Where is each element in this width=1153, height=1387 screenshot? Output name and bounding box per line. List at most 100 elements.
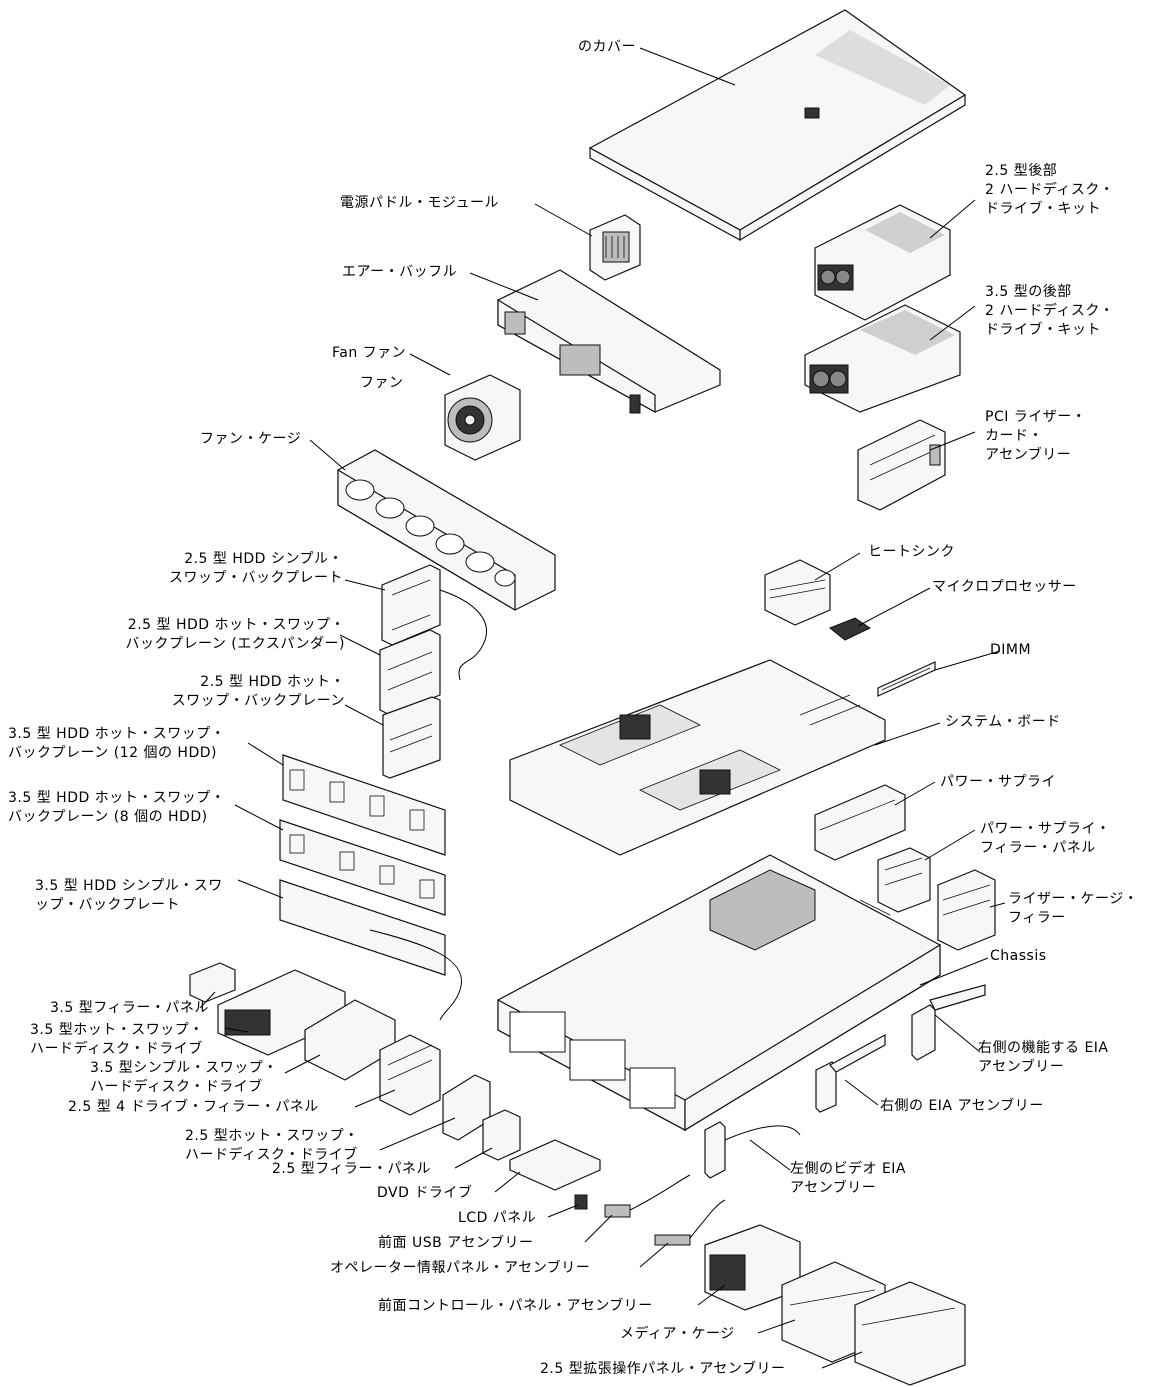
label-lcd: LCD パネル xyxy=(458,1210,537,1226)
label-hdd35-hotswap-line1: 3.5 型ホット・スワップ・ xyxy=(30,1022,204,1038)
label-hdd25-hotswap-line2: ハードディスク・ドライブ xyxy=(185,1147,358,1163)
label-hdd25-simple-bp: 2.5 型 HDD シンプル・ スワップ・バックプレート xyxy=(169,550,343,588)
label-ps-filler-line2: フィラー・パネル xyxy=(980,840,1096,856)
power-paddle-module xyxy=(589,214,641,281)
label-rear-25-kit-line1: 2.5 型後部 xyxy=(985,163,1058,179)
operator-panel-assembly xyxy=(654,1199,726,1246)
hdd35-hot-backplane-12 xyxy=(282,754,446,856)
label-cover: のカバー xyxy=(578,39,636,55)
label-right-eia-func: 右側の機能する EIA アセンブリー xyxy=(978,1039,1109,1077)
fan-module xyxy=(444,374,521,461)
label-hdd35-hotswap: 3.5 型ホット・スワップ・ ハードディスク・ドライブ xyxy=(30,1021,204,1059)
label-hdd25-simple-bp-line1: 2.5 型 HDD シンプル・ xyxy=(184,551,343,567)
label-hdd35-hot-12-line1: 3.5 型 HDD ホット・スワップ・ xyxy=(8,726,226,742)
air-baffle xyxy=(497,269,721,414)
top-cover xyxy=(588,9,967,242)
label-operator-panel: オペレーター情報パネル・アセンブリー xyxy=(330,1260,591,1276)
dimm-module xyxy=(877,661,936,697)
label-chassis: Chassis xyxy=(990,948,1047,964)
hdd25-simple-backplate xyxy=(381,564,487,681)
label-right-eia-func-line2: アセンブリー xyxy=(978,1059,1065,1075)
label-hdd35-simple: 3.5 型シンプル・スワップ・ ハードディスク・ドライブ xyxy=(90,1059,278,1097)
label-filler-35: 3.5 型フィラー・パネル xyxy=(50,1000,209,1016)
label-rear-35-kit: 3.5 型の後部 2 ハードディスク・ ドライブ・キット xyxy=(985,283,1114,340)
dvd-drive xyxy=(509,1139,601,1191)
filler-25-4drive xyxy=(379,1034,441,1116)
right-functional-eia xyxy=(911,984,986,1061)
rear-25-drive-kit xyxy=(814,204,951,321)
label-rear-35-kit-line1: 3.5 型の後部 xyxy=(985,284,1072,300)
system-board xyxy=(509,659,886,856)
label-hdd25-hot-bp: 2.5 型 HDD ホット・ スワップ・バックプレーン xyxy=(172,673,345,711)
label-air-baffle: エアー・バッフル xyxy=(342,264,458,280)
label-front-control: 前面コントロール・パネル・アセンブリー xyxy=(378,1298,653,1314)
label-expand-panel-25: 2.5 型拡張操作パネル・アセンブリー xyxy=(540,1361,786,1377)
label-riser-cage-filler-line1: ライザー・ケージ・ xyxy=(1008,891,1139,907)
label-media-cage: メディア・ケージ xyxy=(620,1326,735,1342)
fan-cage xyxy=(337,449,556,612)
label-fan-fan: Fan ファン xyxy=(332,345,407,361)
label-fan: ファン xyxy=(360,375,404,391)
label-hdd25-hot-expander-line1: 2.5 型 HDD ホット・スワップ・ xyxy=(127,617,345,633)
label-ps-filler-line1: パワー・サプライ・ xyxy=(980,821,1111,837)
label-hdd35-hot-12-line2: バックプレーン (12 個の HDD) xyxy=(8,745,217,761)
label-right-eia-func-line1: 右側の機能する EIA xyxy=(978,1040,1109,1056)
label-hdd25-simple-bp-line2: スワップ・バックプレート xyxy=(169,570,343,586)
label-hdd25-hot-bp-line1: 2.5 型 HDD ホット・ xyxy=(200,674,345,690)
label-left-video-eia-line2: アセンブリー xyxy=(790,1180,877,1196)
label-riser-cage-filler: ライザー・ケージ・ フィラー xyxy=(1008,890,1138,928)
label-hdd35-hot-8: 3.5 型 HDD ホット・スワップ・ バックプレーン (8 個の HDD) xyxy=(8,789,225,827)
power-supply-filler-panel xyxy=(877,847,931,913)
label-rear-25-kit-line2: 2 ハードディスク・ xyxy=(985,182,1115,198)
pci-riser-card xyxy=(857,419,946,511)
expand-panel-25 xyxy=(854,1281,966,1386)
label-rear-35-kit-line2: 2 ハードディスク・ xyxy=(985,303,1115,319)
label-riser-cage-filler-line2: フィラー xyxy=(1008,910,1066,926)
hdd25-hot-backplane xyxy=(382,696,441,779)
label-hdd35-simple-bp-line1: 3.5 型 HDD シンプル・スワ xyxy=(35,878,223,894)
leader-lines xyxy=(199,47,1006,1369)
label-power-supply: パワー・サプライ xyxy=(940,774,1056,790)
label-hdd35-hot-8-line2: バックプレーン (8 個の HDD) xyxy=(8,809,208,825)
label-hdd35-simple-bp-line2: ップ・バックプレート xyxy=(35,897,180,913)
filler-25 xyxy=(482,1109,521,1161)
label-system-board: システム・ボード xyxy=(945,714,1061,730)
label-filler-25-4drive: 2.5 型 4 ドライブ・フィラー・パネル xyxy=(68,1099,319,1115)
label-dimm: DIMM xyxy=(990,642,1032,658)
hdd35-simple-backplate xyxy=(279,879,462,1021)
filler-35 xyxy=(189,962,236,1003)
riser-cage-filler xyxy=(937,869,996,951)
power-supply xyxy=(814,784,906,861)
label-filler-25: 2.5 型フィラー・パネル xyxy=(272,1161,431,1177)
label-rear-25-kit-line3: ドライブ・キット xyxy=(985,201,1101,217)
label-hdd25-hotswap-line1: 2.5 型ホット・スワップ・ xyxy=(185,1128,359,1144)
left-video-eia xyxy=(704,1121,801,1179)
label-hdd35-hot-12: 3.5 型 HDD ホット・スワップ・ バックプレーン (12 個の HDD) xyxy=(8,725,225,763)
label-pci-riser-line1: PCI ライザー・ xyxy=(985,409,1087,425)
label-left-video-eia-line1: 左側のビデオ EIA xyxy=(790,1161,907,1177)
label-hdd35-simple-bp: 3.5 型 HDD シンプル・スワ ップ・バックプレート xyxy=(35,877,223,915)
label-pci-riser-line3: アセンブリー xyxy=(985,447,1072,463)
label-pci-riser: PCI ライザー・ カード・ アセンブリー xyxy=(985,408,1086,465)
label-hdd25-hotswap: 2.5 型ホット・スワップ・ ハードディスク・ドライブ xyxy=(185,1127,359,1165)
hdd25-hot-expander-backplane xyxy=(379,629,441,716)
label-hdd25-hot-expander-line2: バックプレーン (エクスパンダー) xyxy=(125,636,345,652)
label-hdd35-hotswap-line2: ハードディスク・ドライブ xyxy=(30,1041,203,1057)
label-right-eia: 右側の EIA アセンブリー xyxy=(880,1098,1044,1114)
label-ps-filler: パワー・サプライ・ フィラー・パネル xyxy=(980,820,1111,858)
right-eia xyxy=(815,1033,886,1113)
label-dvd: DVD ドライブ xyxy=(377,1185,473,1201)
label-hdd35-hot-8-line1: 3.5 型 HDD ホット・スワップ・ xyxy=(8,790,226,806)
label-hdd35-simple-line2: ハードディスク・ドライブ xyxy=(90,1079,263,1095)
front-usb-assembly xyxy=(604,1174,691,1218)
label-heatsink: ヒートシンク xyxy=(868,544,955,560)
label-microprocessor: マイクロプロセッサー xyxy=(932,579,1077,595)
hdd35-hot-backplane-8 xyxy=(279,819,446,916)
rear-35-drive-kit xyxy=(804,304,961,413)
lcd-panel xyxy=(574,1194,588,1210)
label-rear-35-kit-line3: ドライブ・キット xyxy=(985,322,1101,338)
label-hdd25-hot-expander: 2.5 型 HDD ホット・スワップ・ バックプレーン (エクスパンダー) xyxy=(126,616,345,654)
label-front-usb: 前面 USB アセンブリー xyxy=(378,1235,534,1251)
chassis xyxy=(497,854,941,1132)
